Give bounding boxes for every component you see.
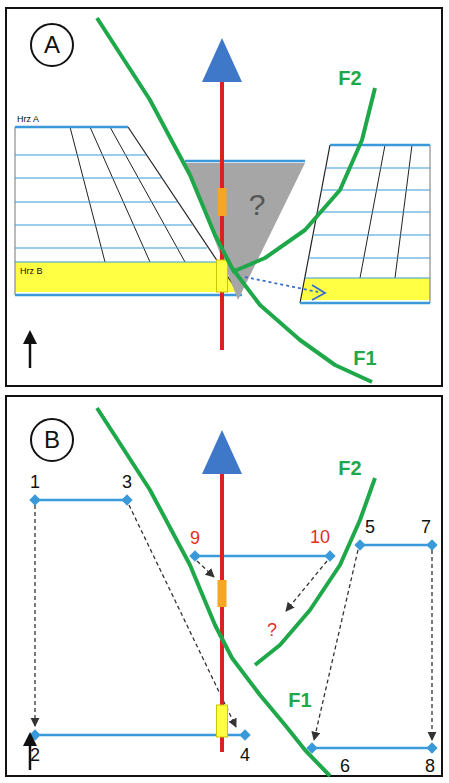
panel-frame bbox=[6, 396, 442, 776]
fault-name: F2 bbox=[338, 458, 361, 478]
well-symbol bbox=[202, 38, 242, 82]
point-number: 6 bbox=[340, 757, 350, 775]
well-symbol bbox=[202, 430, 242, 474]
right-block bbox=[300, 145, 430, 303]
point-number: 2 bbox=[30, 746, 40, 764]
strata-line bbox=[309, 257, 431, 258]
fault-f2 bbox=[232, 88, 375, 272]
strata-line bbox=[15, 247, 207, 248]
point-marker bbox=[354, 539, 365, 550]
block-edge bbox=[15, 127, 16, 295]
horizon-b-band bbox=[15, 262, 240, 292]
point-marker bbox=[189, 550, 200, 561]
point-marker bbox=[426, 742, 437, 753]
dip-line bbox=[90, 127, 150, 262]
horizon-band-label: Hrz B bbox=[17, 265, 46, 278]
fault-name: F1 bbox=[288, 690, 311, 710]
panel-frame bbox=[6, 8, 442, 386]
point-number: 1 bbox=[30, 473, 40, 491]
point-marker bbox=[121, 494, 132, 505]
block-edge bbox=[300, 145, 330, 303]
displacement-arrow bbox=[431, 550, 432, 740]
dip-line bbox=[70, 127, 105, 262]
unknown-wedge: ? bbox=[246, 189, 269, 221]
horizon-pick bbox=[217, 705, 228, 737]
fault-f2 bbox=[255, 478, 375, 665]
horizon-pick bbox=[217, 260, 228, 292]
fault-name: F2 bbox=[338, 68, 361, 88]
strata-line bbox=[15, 201, 177, 202]
point-number: 5 bbox=[365, 518, 375, 536]
point-number: 8 bbox=[425, 757, 435, 775]
strata-line bbox=[313, 234, 430, 235]
point-marker bbox=[239, 729, 250, 740]
displacement-arrow bbox=[286, 561, 327, 611]
fault-cut bbox=[218, 580, 227, 607]
point-marker bbox=[324, 550, 335, 561]
horizon-a-line bbox=[15, 126, 128, 129]
north-arrow bbox=[23, 330, 37, 344]
strata-line bbox=[15, 154, 146, 155]
displacement-arrow bbox=[129, 505, 236, 727]
point-number: 7 bbox=[421, 518, 431, 536]
horizon-b-line bbox=[300, 302, 430, 305]
strata-line bbox=[15, 224, 192, 225]
unknown-mark: ? bbox=[267, 621, 277, 639]
panel-letter: B bbox=[30, 418, 74, 462]
point-markers bbox=[29, 494, 437, 753]
north-arrow bbox=[29, 340, 32, 368]
strata-line bbox=[305, 277, 430, 278]
horizon-a-line bbox=[185, 160, 305, 163]
point-marker bbox=[29, 494, 40, 505]
block-edge bbox=[430, 145, 431, 303]
fault-name: F1 bbox=[353, 348, 376, 368]
horizon-b-line bbox=[15, 294, 242, 297]
displacement-arrows bbox=[35, 505, 432, 740]
strata-line bbox=[15, 261, 216, 262]
horizon-name: Hrz A bbox=[17, 115, 39, 124]
displacement-arrow bbox=[197, 561, 214, 577]
point-number: 9 bbox=[190, 529, 200, 547]
point-marker bbox=[426, 539, 437, 550]
horizon-segment bbox=[35, 499, 127, 502]
correlation-arrow bbox=[245, 277, 318, 292]
panel-letter: A bbox=[30, 23, 74, 67]
strata-line bbox=[326, 167, 430, 168]
strata-line bbox=[317, 211, 430, 212]
strata-line bbox=[15, 177, 161, 178]
node-text: ? bbox=[249, 190, 266, 220]
horizon-b-band bbox=[301, 278, 431, 300]
horizon-a-line bbox=[330, 144, 430, 147]
horizon-segment bbox=[312, 747, 432, 750]
node-text: Hrz B bbox=[20, 267, 43, 276]
horizon-segment bbox=[35, 734, 245, 737]
arrow-head bbox=[312, 285, 325, 300]
displacement-arrow bbox=[314, 550, 358, 740]
north-arrow bbox=[23, 732, 37, 746]
displacement-arrow bbox=[34, 505, 35, 726]
point-number: 10 bbox=[310, 528, 330, 546]
horizon-segment bbox=[195, 555, 330, 558]
fault-f1 bbox=[97, 408, 330, 776]
point-number: 4 bbox=[240, 746, 250, 764]
node-text: A bbox=[44, 33, 60, 57]
node-text: B bbox=[44, 428, 60, 452]
horizon-segment bbox=[360, 544, 432, 547]
fault-cut bbox=[218, 188, 227, 216]
point-number: 3 bbox=[122, 473, 132, 491]
eroded-wedge bbox=[185, 163, 305, 300]
